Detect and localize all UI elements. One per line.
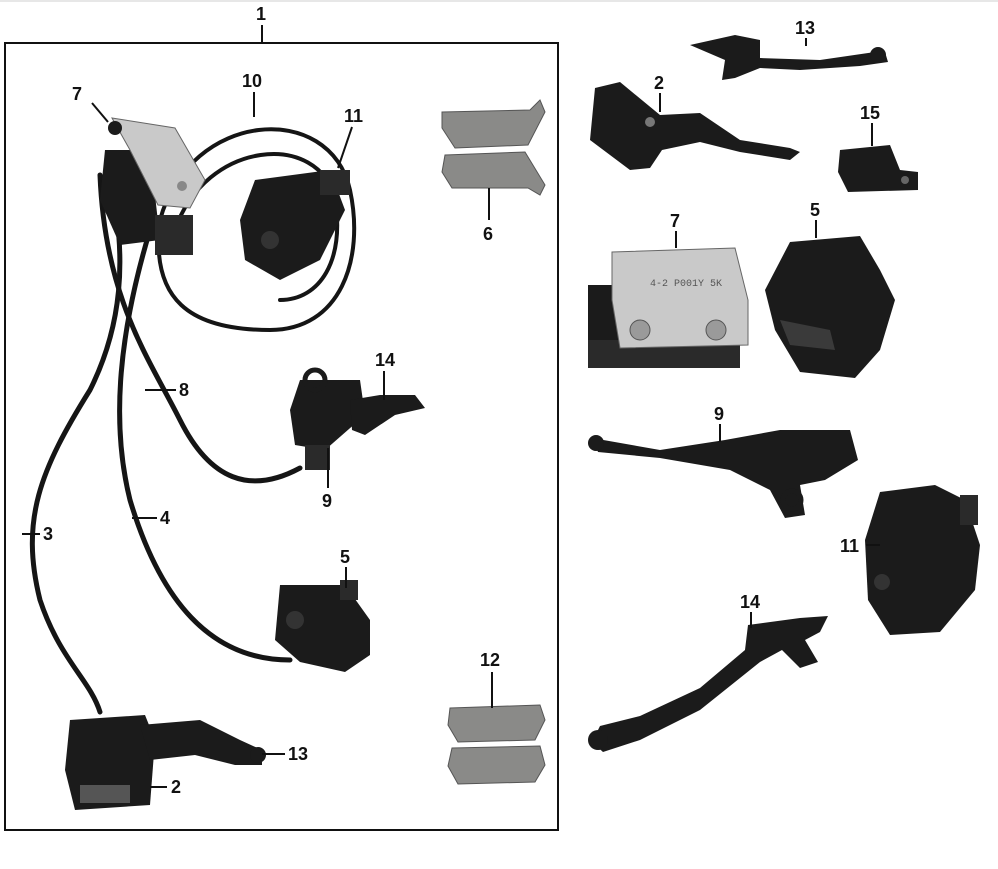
callout-11: 11 [344, 106, 363, 126]
callout-7: 7 [72, 84, 82, 104]
callout-2: 2 [171, 777, 181, 797]
leader-lines [22, 25, 880, 788]
callout-7-right: 7 [670, 211, 680, 231]
rear-lever-assembly [290, 367, 425, 470]
abs-block-7: 4-2 P001Y 5K [588, 247, 749, 368]
callout-11-right: 11 [840, 536, 859, 556]
caliper-5 [765, 236, 895, 378]
callout-10: 10 [242, 71, 262, 91]
upper-caliper [240, 170, 350, 280]
callout-3: 3 [43, 524, 53, 544]
callout-9: 9 [322, 491, 332, 511]
callout-5: 5 [340, 547, 350, 567]
brake-hoses [29, 127, 357, 715]
lever-14 [588, 616, 828, 752]
lever-13 [690, 35, 888, 80]
master-cylinder-2 [590, 82, 800, 170]
callout-15: 15 [860, 103, 880, 123]
assembly-frame [4, 42, 559, 831]
clamp-15 [838, 145, 918, 192]
callout-9-right: 9 [714, 404, 724, 424]
brake-pads-12 [447, 704, 546, 785]
callout-6: 6 [483, 224, 493, 244]
abs-block-marking: 4-2 P001Y 5K [650, 279, 722, 290]
front-master-cylinder [65, 715, 266, 810]
caliper-11 [865, 485, 980, 635]
callout-13: 13 [288, 744, 308, 764]
callout-8: 8 [179, 380, 189, 400]
callout-1: 1 [256, 4, 266, 24]
callout-12: 12 [480, 650, 500, 670]
lever-assembly-9 [588, 430, 858, 518]
callout-2-right: 2 [654, 73, 664, 93]
callout-14: 14 [375, 350, 395, 370]
callout-13-right: 13 [795, 18, 815, 38]
abs-unit [100, 117, 206, 255]
callout-labels: 1 7 10 11 6 8 14 9 3 4 5 12 13 2 13 2 15… [43, 4, 880, 797]
brake-pads-6 [441, 99, 546, 196]
lower-caliper [275, 580, 370, 672]
callout-14-right: 14 [740, 592, 760, 612]
callout-4: 4 [160, 508, 170, 528]
callout-5-right: 5 [810, 200, 820, 220]
